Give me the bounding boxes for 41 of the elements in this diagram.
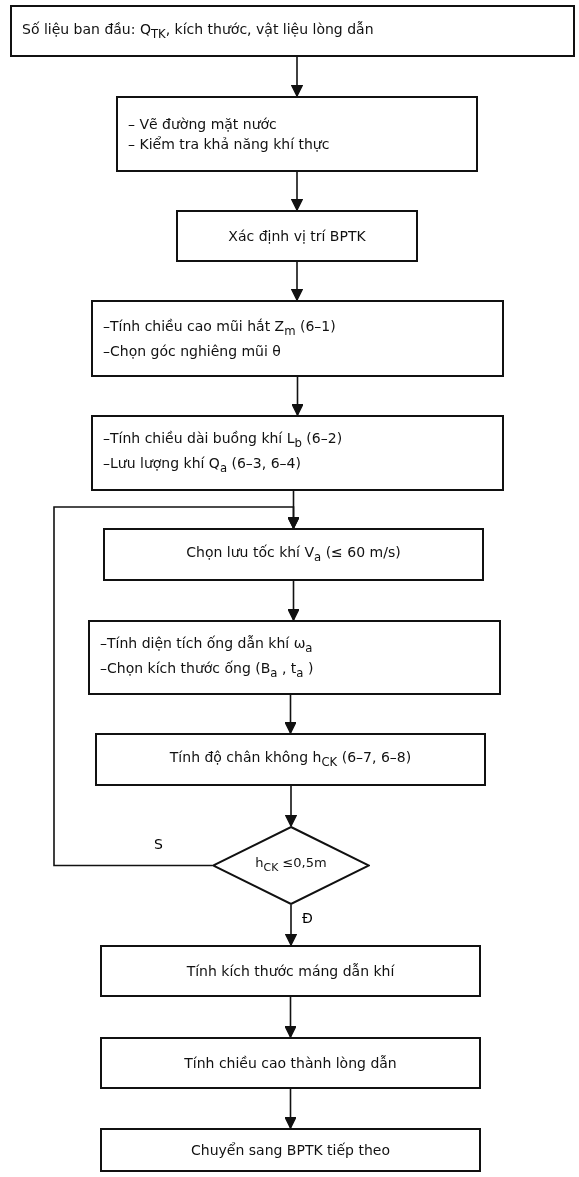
box-text: Tính độ chân không h$_{CK}$ (6–7, 6–8)	[168, 748, 413, 771]
process-box	[91, 300, 504, 377]
edge-label: Đ	[300, 910, 315, 926]
decision-diamond	[212, 826, 370, 905]
arrow	[284, 694, 297, 734]
arrow	[290, 261, 304, 301]
process-box	[100, 945, 481, 997]
box-text: Tính chiều cao thành lòng dẫn	[183, 1054, 398, 1073]
box-text: Chọn lưu tốc khí V$_{a}$ (≤ 60 m/s)	[185, 543, 402, 566]
decision-text: h$_{CK}$ ≤0,5m	[255, 854, 327, 876]
box-text: Tính kích thước máng dẫn khí	[185, 962, 396, 981]
box-text: –Chọn kích thước ống (B$_{a}$ , t$_{a}$ )	[100, 658, 315, 682]
box-text: Số liệu ban đầu: Q$_{TK}$, kích thước, vật liệu lòng dẫn	[22, 19, 375, 43]
arrow	[284, 1088, 297, 1129]
box-text: –Chọn góc nghiêng mũi θ	[103, 341, 282, 361]
arrow	[284, 996, 297, 1038]
process-box	[100, 1037, 481, 1089]
edge-label: S	[152, 836, 165, 852]
box-text: – Kiểm tra khả năng khí thực	[128, 135, 331, 154]
box-text: –Tính chiều dài buồng khí L$_{b}$ (6–2)	[103, 429, 344, 452]
box-text: – Vẽ đường mặt nước	[128, 115, 278, 134]
box-text: –Tính diện tích ống dẫn khí ω$_{a}$	[100, 633, 314, 657]
arrow	[287, 580, 300, 621]
process-box	[95, 733, 486, 786]
process-box	[88, 620, 501, 695]
box-text: –Tính chiều cao mũi hắt Z$_{m}$ (6–1)	[103, 317, 337, 340]
arrow	[291, 376, 304, 416]
arrow	[284, 785, 298, 827]
process-box	[100, 1128, 481, 1172]
box-text: Xác định vị trí BPTK	[227, 227, 367, 246]
process-box	[91, 415, 504, 491]
arrow	[284, 904, 298, 946]
arrow	[53, 506, 300, 867]
process-box	[10, 5, 575, 57]
process-box	[116, 96, 478, 172]
process-box	[176, 210, 418, 262]
arrow	[290, 56, 304, 97]
box-text: Chuyển sang BPTK tiếp theo	[190, 1141, 391, 1160]
process-box	[103, 528, 484, 581]
arrow	[290, 171, 304, 211]
box-text: –Lưu lượng khí Q$_{a}$ (6–3, 6–4)	[103, 454, 302, 477]
